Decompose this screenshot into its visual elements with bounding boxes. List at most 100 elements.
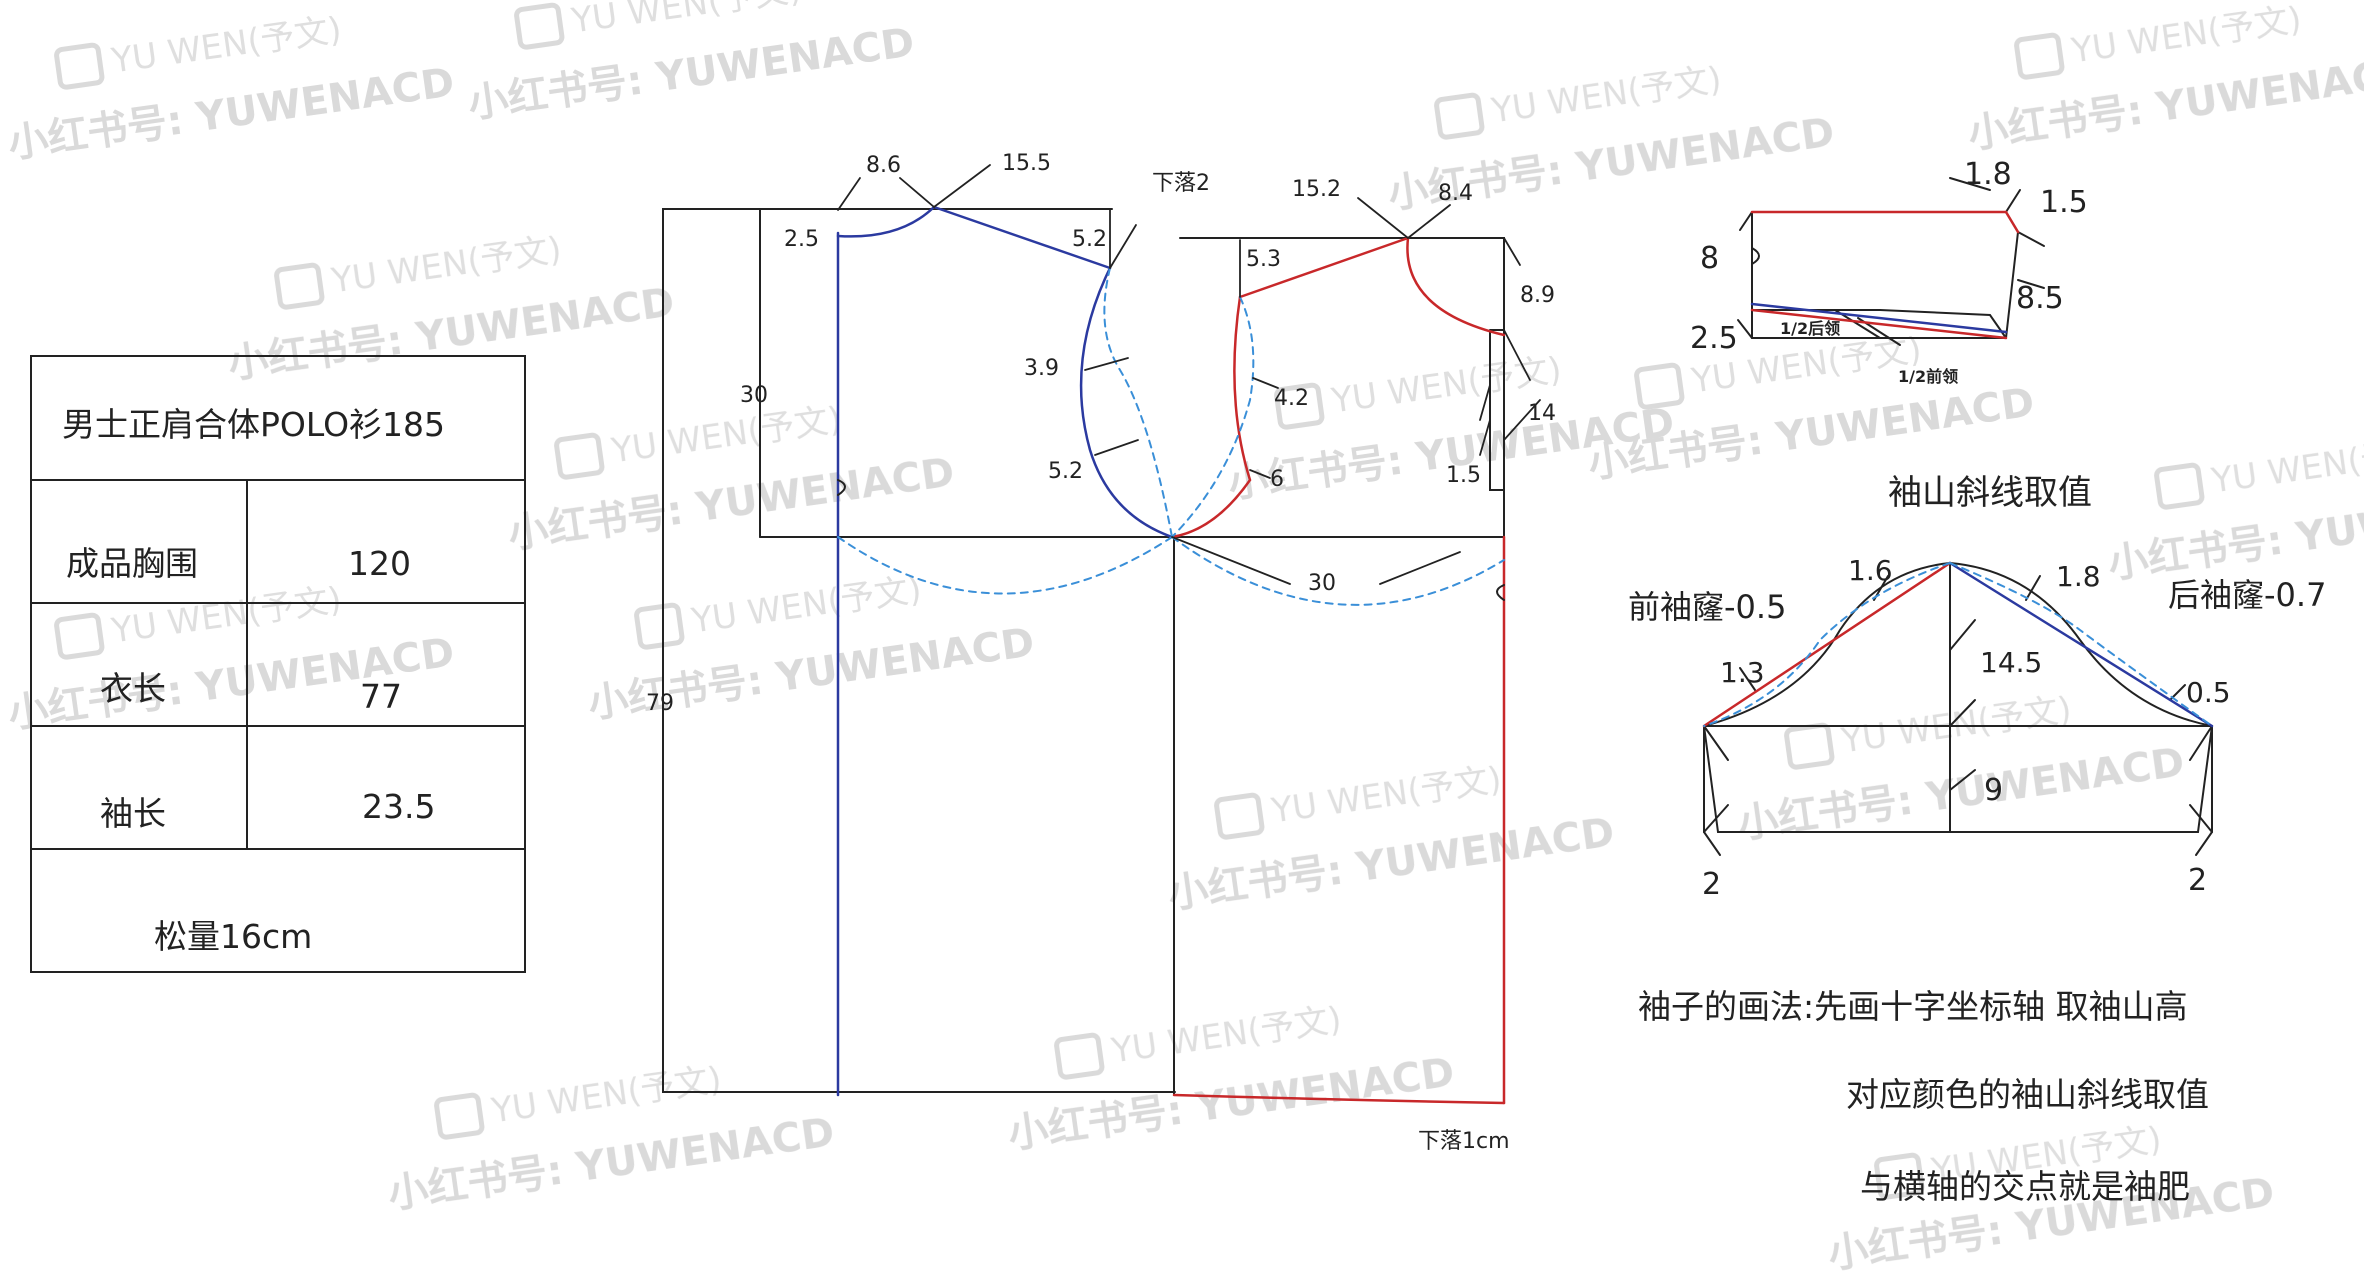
watermark-logo-icon [1214,792,1265,840]
label-half-front-neck: 1/2前领 [1898,367,1958,386]
watermark-handle: 小红书号: YUWENACD [1165,809,1617,917]
dimension-ticks [837,164,1541,585]
watermark-logo-icon [1054,1032,1105,1080]
sleeve-back-diagonal [1948,561,2214,728]
watermark-logo-icon [434,1092,485,1140]
dim-sleeve-hem-right: 2 [2188,863,2207,898]
notch-icon [1751,247,1760,265]
dim-back-shoulder: 15.5 [1002,151,1051,176]
notch-icon [837,479,846,496]
note-line: 袖子的画法:先画十字坐标轴 取袖山高 [1638,987,2188,1026]
note-line: 与横轴的交点就是袖肥 [1860,1167,2190,1206]
spec-table-footer: 松量16cm [154,917,312,956]
watermark-handle: 小红书号: YUWENACD [225,279,677,387]
watermark-logo-icon [54,612,105,660]
watermark-brand: YU WEN(予文) [488,1060,724,1132]
watermark-handle: 小红书号: YUWENACD [505,449,957,557]
dim-garment-length: 79 [646,691,674,716]
back-shoulder-line [932,205,1112,270]
watermark-brand: YU WEN(予文) [108,580,344,652]
watermark-brand: YU WEN(予文) [568,0,804,42]
sleeve-front-diagonal [1702,561,1952,728]
front-armhole [1170,295,1252,539]
dim-placket-length: 14 [1528,401,1556,426]
watermark-logo-icon [554,432,605,480]
label-half-back-neck: 1/2后领 [1780,319,1840,338]
dim-collar-base: 2.5 [1690,321,1738,356]
watermark-handle: 小红书号: YUWENACD [5,59,457,167]
watermark: YU WEN(予文) 小红书号: YUWENACD [465,0,917,128]
dim-front-shoulder-offset: 5.3 [1246,247,1281,272]
watermark-brand: YU WEN(予文) [2208,430,2364,502]
watermark-logo-icon [1634,362,1685,410]
dim-front-armhole-mid: 4.2 [1274,386,1309,411]
watermark-logo-icon [514,2,565,50]
spec-row-value: 120 [348,544,411,583]
watermark-logo-icon [1274,382,1325,430]
collar-pattern [1737,177,2045,346]
dim-collar-end-top: 1.8 [1964,157,2012,192]
dim-back-armhole-top: 5.2 [1072,227,1107,252]
dim-front-shoulder: 15.2 [1292,177,1341,202]
spec-row-label: 袖长 [100,794,166,833]
watermark-handle: 小红书号: YUWENACD [1005,1049,1457,1157]
watermark-brand: YU WEN(予文) [608,400,844,472]
dim-collar-end-rise: 1.5 [2040,185,2088,220]
dim-back-neck-width: 8.6 [866,153,901,178]
dim-sleeve-hem-left: 2 [1702,867,1721,902]
notch-icon [1496,584,1505,601]
dim-sleeve-back-top: 1.8 [2056,560,2101,593]
spec-row-label: 衣长 [100,669,166,708]
dim-back-armhole-mid: 3.9 [1024,356,1059,381]
back-piece-lines [836,205,1174,1097]
dashed-guides [837,267,1505,606]
watermark: YU WEN(予文) 小红书号: YUWENACD [1965,0,2364,158]
dim-sleeve-cap-height: 14.5 [1980,646,2042,679]
dim-front-neck-depth: 8.9 [1520,283,1555,308]
spec-table-title: 男士正肩合体POLO衫185 [62,405,445,444]
watermark-brand: YU WEN(予文) [688,570,924,642]
front-shoulder-line [1238,236,1410,299]
dim-sleeve-front-top: 1.6 [1848,554,1893,587]
dim-armhole-depth: 30 [740,383,768,408]
watermark-brand: YU WEN(予文) [1108,1000,1344,1072]
watermark: YU WEN(予文) 小红书号: YUWENACD [505,400,957,558]
spec-table [30,355,526,973]
sleeve-title: 袖山斜线取值 [1888,473,2092,513]
watermark-handle: 小红书号: YUWENACD [1585,379,2037,487]
dim-hem-drop: 下落1cm [1418,1129,1510,1154]
watermark-logo-icon [274,262,325,310]
watermark: YU WEN(予文) 小红书号: YUWENACD [1735,690,2187,848]
body-pattern [662,164,1541,1105]
spec-row-value: 23.5 [362,787,435,826]
dim-shoulder-drop: 下落2 [1152,171,1210,196]
frame-lines [662,208,1505,1096]
watermark: YU WEN(予文) 小红书号: YUWENACD [1005,1000,1457,1158]
sleeve-pattern [1702,561,2214,856]
watermark-brand: YU WEN(予文) [1488,60,1724,132]
watermark: YU WEN(予文) 小红书号: YUWENACD [5,10,457,168]
watermark: YU WEN(予文) 小红书号: YUWENACD [1585,330,2037,488]
watermark-brand: YU WEN(予文) [1268,760,1504,832]
watermark-logo-icon [54,42,105,90]
dim-placket-width: 1.5 [1446,463,1481,488]
watermark: YU WEN(予文) 小红书号: YUWENACD [1165,760,1617,918]
watermark-brand: YU WEN(予文) [2068,0,2304,72]
watermark-brand: YU WEN(予文) [108,10,344,82]
watermark-logo-icon [1784,722,1835,770]
watermark-brand: YU WEN(予文) [328,230,564,302]
watermark-logo-icon [1874,1152,1925,1200]
watermark-logo-icon [2014,32,2065,80]
watermark-logo-icon [2154,462,2205,510]
dim-back-armhole-low: 5.2 [1048,459,1083,484]
watermark-handle: 小红书号: YUWENACD [1965,49,2364,157]
back-armhole [1079,266,1174,539]
spec-table-border [30,355,526,973]
dim-sleeve-body: 9 [1984,773,2003,808]
dim-back-neck-depth: 2.5 [784,227,819,252]
spec-row-label: 成品胸围 [66,544,198,583]
sleeve-front-label: 前袖窿-0.5 [1628,588,1786,626]
front-piece-lines [1170,236,1506,1105]
dim-sleeve-back-low: 0.5 [2186,676,2231,709]
